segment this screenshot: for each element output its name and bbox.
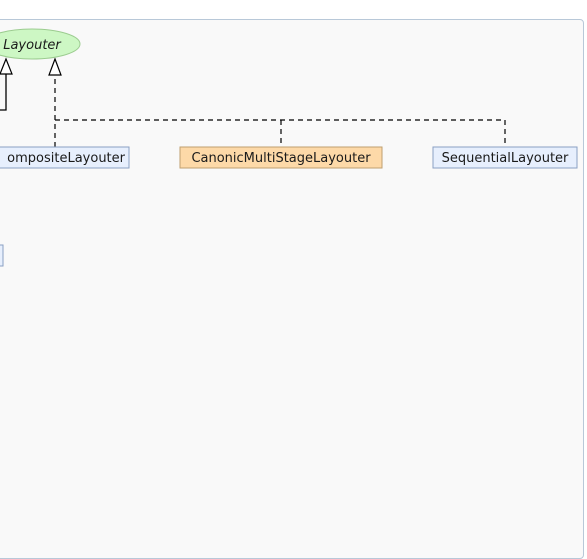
solid-edge-arrowhead: [0, 57, 13, 75]
dashed-edge-branch: [54, 119, 506, 147]
dashed-edge-arrowhead: [48, 57, 62, 76]
class-label: CanonicMultiStageLayouter: [191, 151, 371, 166]
class-label: ompositeLayouter: [7, 151, 125, 166]
dashed-realization-edges: [48, 57, 506, 147]
class-box: [432, 146, 578, 169]
class-box: [0, 146, 130, 169]
class-box: [179, 146, 383, 169]
solid-inheritance-edge: [0, 57, 13, 111]
class-partial-box[interactable]: [0, 244, 4, 267]
class-canonic-multi-stage-layouter[interactable]: CanonicMultiStageLayouter: [179, 146, 383, 169]
class-label: SequentialLayouter: [442, 151, 569, 166]
solid-edge-line: [0, 74, 7, 111]
class-diagram: Layouter ompositeLayouter CanonicMultiSt…: [0, 28, 578, 267]
interface-ellipse: [0, 28, 81, 60]
class-box: [0, 244, 4, 267]
class-composite-layouter[interactable]: ompositeLayouter: [0, 146, 130, 169]
diagram-canvas: [0, 19, 584, 559]
class-sequential-layouter[interactable]: SequentialLayouter: [432, 146, 578, 169]
interface-layouter[interactable]: Layouter: [0, 28, 81, 60]
interface-label: Layouter: [3, 38, 62, 53]
